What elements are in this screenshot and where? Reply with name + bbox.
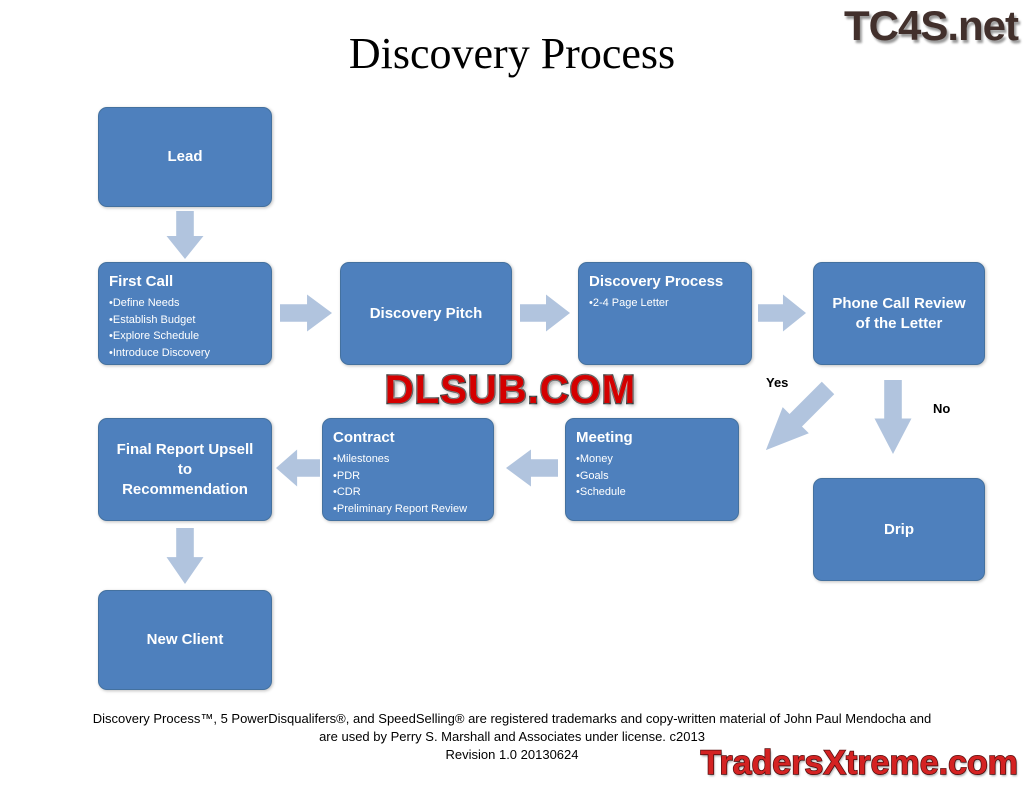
bullet-item: •Introduce Discovery xyxy=(109,346,211,359)
node-contract: Contract •Milestones •PDR •CDR •Preliminary… xyxy=(322,418,494,521)
node-meeting: Meeting •Money •Goals •Schedule xyxy=(565,418,739,521)
node-discovery-pitch-label: Discovery Pitch xyxy=(369,304,483,322)
bullet-item: •2-4 Page Letter xyxy=(589,297,669,309)
bullet-item: •Preliminary Report Review xyxy=(333,502,468,515)
arrow-first-call-to-discovery-pitch xyxy=(280,294,332,332)
node-discovery-process: Discovery Process •2-4 Page Letter xyxy=(578,262,752,365)
node-contract-bullets: •Milestones •PDR •CDR •Preliminary Report R… xyxy=(333,451,483,517)
node-discovery-process-title: Discovery Process xyxy=(589,273,724,290)
node-meeting-bullets: •Money •Goals •Schedule xyxy=(576,451,728,501)
node-meeting-title: Meeting xyxy=(576,429,633,446)
bullet-item: •Money xyxy=(576,453,613,465)
node-drip: Drip xyxy=(813,478,985,581)
node-final-report: Final Report Upsell to Recommendation xyxy=(98,418,272,521)
arrow-contract-to-final-report xyxy=(276,449,320,487)
node-first-call-title: First Call xyxy=(109,273,174,290)
watermark-tc4s: TC4S.net xyxy=(843,2,1019,49)
node-first-call: First Call •Define Needs •Establish Budge… xyxy=(98,262,272,365)
node-phone-call-review-label: Phone Call Review of the Letter xyxy=(832,294,966,332)
bullet-item: •Explore Schedule xyxy=(109,330,200,342)
page-title: Discovery Process xyxy=(348,29,676,78)
footer-line-3: Revision 1.0 20130624 xyxy=(445,747,579,762)
bullet-item: •Milestones xyxy=(333,453,390,465)
bullet-item: •PDR xyxy=(333,469,361,482)
node-drip-label: Drip xyxy=(884,520,914,538)
arrow-discovery-process-to-phone-call xyxy=(758,294,806,332)
node-lead: Lead xyxy=(98,107,272,207)
bullet-item: •Schedule xyxy=(576,486,626,498)
arrow-discovery-pitch-to-discovery-process xyxy=(520,294,570,332)
bullet-item: •Establish Budget xyxy=(109,313,196,326)
arrow-yes-phone-call-to-meeting xyxy=(750,372,843,465)
footer-line-1: Discovery Process™, 5 PowerDisqualifers®… xyxy=(92,711,932,726)
footer-line-2: are used by Perry S. Marshall and Associ… xyxy=(319,729,705,744)
node-new-client: New Client xyxy=(98,590,272,690)
arrow-meeting-to-contract xyxy=(506,449,558,487)
watermark-tradersxtreme: TradersXtreme.com xyxy=(700,743,1019,783)
bullet-item: •Goals xyxy=(576,469,609,482)
bullet-item: •CDR xyxy=(333,486,361,498)
arrow-lead-to-first-call xyxy=(166,211,204,259)
node-discovery-process-bullets: •2-4 Page Letter xyxy=(589,295,741,312)
node-new-client-label: New Client xyxy=(146,631,224,648)
arrow-no-phone-call-to-drip xyxy=(874,380,912,454)
node-discovery-pitch: Discovery Pitch xyxy=(340,262,512,365)
node-phone-call-review: Phone Call Review of the Letter xyxy=(813,262,985,365)
branch-label-no: No xyxy=(933,401,951,416)
footer-legal: Discovery Process™, 5 PowerDisqualifers®… xyxy=(0,710,1024,764)
watermark-dlsub: DLSUB.COM xyxy=(384,367,637,414)
node-contract-title: Contract xyxy=(333,429,395,446)
bullet-item: •Define Needs xyxy=(109,297,180,309)
branch-label-yes: Yes xyxy=(766,375,789,390)
node-final-report-label: Final Report Upsell to Recommendation xyxy=(116,440,254,498)
node-first-call-bullets: •Define Needs •Establish Budget •Explore S… xyxy=(109,295,261,361)
node-lead-label: Lead xyxy=(167,148,203,165)
arrow-final-report-to-new-client xyxy=(166,528,204,584)
